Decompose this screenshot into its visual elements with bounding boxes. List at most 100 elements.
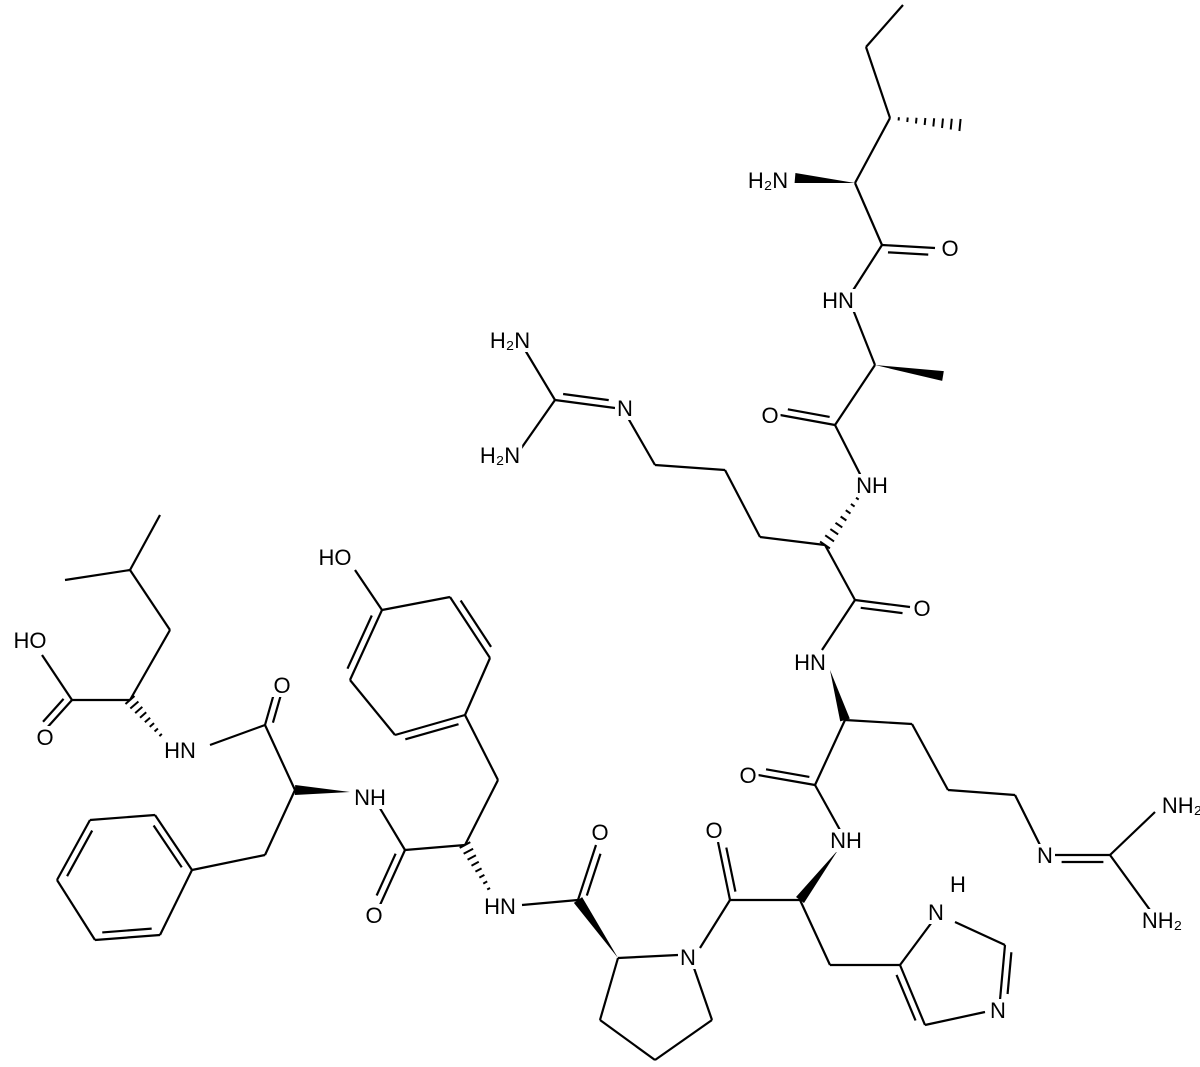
wedge-bond <box>796 850 838 904</box>
double-bond <box>378 849 407 906</box>
atom-label: H₂N <box>748 168 788 193</box>
wedge-bond <box>294 785 350 795</box>
single-bond <box>617 953 679 960</box>
single-bond <box>654 1019 713 1061</box>
label-mask <box>745 169 791 192</box>
hash-bond <box>459 841 491 891</box>
atom-label: NH₂ <box>1142 908 1182 933</box>
single-bond <box>1014 794 1041 846</box>
single-bond <box>864 46 892 119</box>
hash-line <box>149 722 155 728</box>
atom-label: NH₂ <box>1162 793 1200 818</box>
atom-label: N <box>990 998 1006 1023</box>
hash-line <box>824 534 835 543</box>
atom-label: NH <box>856 473 888 498</box>
label-mask <box>820 289 856 312</box>
double-bond-second-line <box>562 392 609 402</box>
double-bond-second-line <box>66 830 94 877</box>
hash-line <box>482 880 488 885</box>
hash-line <box>941 118 944 129</box>
single-bond <box>759 535 826 547</box>
single-bond <box>264 724 296 791</box>
double-bond <box>56 819 91 881</box>
hash-line <box>144 716 151 724</box>
atom-label: O <box>591 820 608 845</box>
single-bond <box>853 182 884 246</box>
double-bond <box>154 814 193 871</box>
single-bond <box>814 719 846 786</box>
atom-label: HN <box>484 894 516 919</box>
hash-line <box>478 874 485 879</box>
double-bond-second-line <box>346 615 373 670</box>
single-bond <box>264 789 296 856</box>
single-bond <box>129 514 161 571</box>
single-bond <box>865 4 904 48</box>
label-mask <box>926 901 946 924</box>
single-bond <box>464 779 499 846</box>
label-mask <box>703 819 725 842</box>
double-bond <box>554 398 616 410</box>
double-bond <box>854 598 911 609</box>
double-bond <box>716 841 732 901</box>
double-bond <box>449 596 491 659</box>
single-bond <box>377 804 406 851</box>
double-bond <box>881 243 936 250</box>
single-bond <box>524 349 556 401</box>
label-mask <box>1159 794 1200 817</box>
double-bond <box>348 609 384 681</box>
single-bond <box>464 714 499 781</box>
hash-line <box>829 528 839 536</box>
wedge-bond <box>830 670 850 722</box>
single-bond <box>64 568 131 582</box>
atom-label: NH <box>830 828 862 853</box>
hash-line <box>463 847 474 855</box>
label-mask <box>11 629 49 652</box>
hash-line <box>932 118 936 127</box>
atom-label: H₂N <box>490 328 530 353</box>
atom-label: O <box>365 903 382 928</box>
atom-label: N <box>680 945 696 970</box>
single-bond <box>848 301 877 366</box>
single-bond <box>129 629 171 701</box>
single-bond <box>354 569 383 611</box>
label-mask <box>854 474 890 497</box>
double-bond-second-line <box>102 927 152 934</box>
label-mask <box>482 895 518 918</box>
label-mask <box>828 829 864 852</box>
atom-label: O <box>761 403 778 428</box>
label-mask <box>352 786 388 809</box>
double-bond-second-line <box>895 974 917 1021</box>
hash-line <box>958 118 962 132</box>
double-bond <box>998 944 1007 1001</box>
hash-line <box>845 509 852 515</box>
atom-label: HO <box>14 628 47 653</box>
label-mask <box>477 444 523 467</box>
single-bond <box>381 595 451 612</box>
double-bond-second-line <box>787 408 830 418</box>
double-bond-second-line <box>585 853 602 896</box>
double-bond-second-line <box>271 695 282 724</box>
single-bond <box>159 869 193 936</box>
hash-line <box>158 733 163 737</box>
single-bond <box>844 718 913 726</box>
single-bond <box>692 967 714 1021</box>
hash-line <box>139 711 147 719</box>
atom-label: HN <box>164 738 196 763</box>
single-bond <box>1109 811 1156 856</box>
hash-line <box>474 867 483 873</box>
hash-line <box>467 854 477 861</box>
single-bond <box>89 813 156 822</box>
atom-label: HN <box>794 650 826 675</box>
label-mask <box>34 726 56 749</box>
hash-line <box>949 118 953 130</box>
single-bond <box>954 921 1006 946</box>
single-bond <box>521 898 579 907</box>
double-bond <box>394 713 466 737</box>
single-bond <box>41 654 73 701</box>
double-bond <box>576 844 598 901</box>
label-mask <box>759 404 781 427</box>
double-bond-second-line <box>152 824 183 868</box>
single-bond <box>1109 854 1151 911</box>
hash-line <box>840 515 847 522</box>
